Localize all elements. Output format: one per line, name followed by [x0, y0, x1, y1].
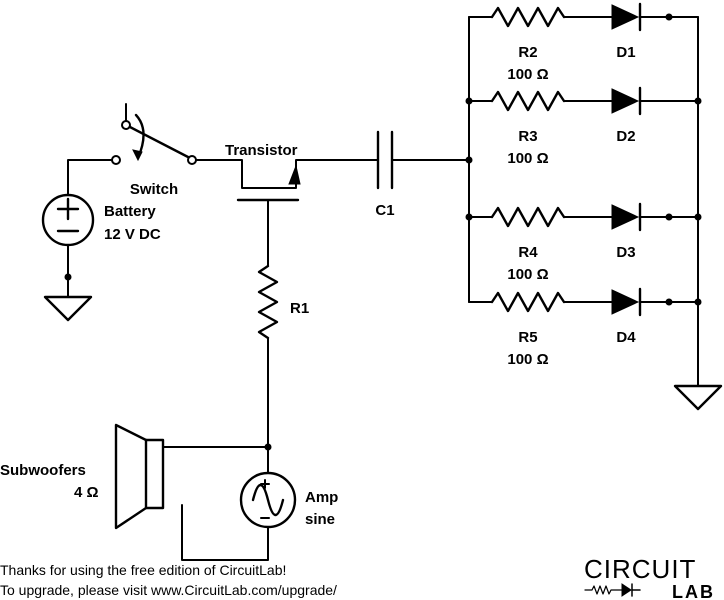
d1-label: D1 [616, 44, 635, 61]
d3-label: D3 [616, 244, 635, 261]
capacitor-c1 [376, 130, 394, 190]
logo-text-top: CIRCUIT [584, 554, 696, 584]
logo-resistor-icon [584, 585, 623, 595]
r3-label: R3 [518, 128, 537, 145]
switch-label: Switch [130, 181, 178, 198]
footer-line-2: To upgrade, please visit www.CircuitLab.… [0, 582, 337, 598]
ground-symbol-left [43, 295, 93, 322]
subwoofer-speaker [114, 423, 165, 530]
ground-symbol-right [673, 384, 723, 411]
r5-value-label: 100 Ω [507, 351, 548, 368]
r5-label: R5 [518, 329, 537, 346]
logo-diode-icon [621, 583, 632, 597]
battery-value-label: 12 V DC [104, 226, 161, 243]
d2-label: D2 [616, 128, 635, 145]
branch-1 [468, 2, 699, 32]
amp-sine-source [239, 471, 297, 529]
wire-speaker-bottom [181, 504, 269, 561]
subwoofers-value-label: 4 Ω [74, 484, 99, 501]
battery-symbol [41, 193, 95, 247]
diode-d2 [611, 88, 640, 114]
branch-3 [468, 202, 702, 232]
amp-name-label: Amp [305, 489, 338, 506]
r4-value-label: 100 Ω [507, 266, 548, 283]
resistor-r5 [490, 291, 566, 313]
resistor-r1 [257, 264, 279, 340]
r2-label: R2 [518, 44, 537, 61]
r4-label: R4 [518, 244, 538, 261]
transistor-label: Transistor [225, 142, 298, 159]
logo-text-bottom: LAB [672, 582, 715, 600]
resistor-r3 [490, 90, 566, 112]
circuitlab-logo: CIRCUIT LAB [584, 554, 715, 600]
d4-label: D4 [616, 329, 636, 346]
resistor-r4 [490, 206, 566, 228]
diode-d3 [611, 204, 640, 230]
amp-value-label: sine [305, 511, 335, 528]
wire-switch-transistor [195, 159, 379, 189]
r2-value-label: 100 Ω [507, 66, 548, 83]
r3-value-label: 100 Ω [507, 150, 548, 167]
c1-label: C1 [375, 202, 394, 219]
r1-label: R1 [290, 300, 309, 317]
subwoofers-name-label: Subwoofers [0, 462, 86, 479]
battery-circuit [64, 159, 117, 298]
battery-name-label: Battery [104, 203, 156, 220]
diode-d4 [611, 289, 640, 315]
diode-d1 [611, 4, 640, 30]
footer-line-1: Thanks for using the free edition of Cir… [0, 562, 286, 578]
transistor-symbol [236, 164, 301, 202]
branch-2 [468, 86, 702, 116]
switch-symbol[interactable] [111, 103, 197, 165]
branch-4 [468, 287, 702, 317]
resistor-r2 [490, 6, 566, 28]
